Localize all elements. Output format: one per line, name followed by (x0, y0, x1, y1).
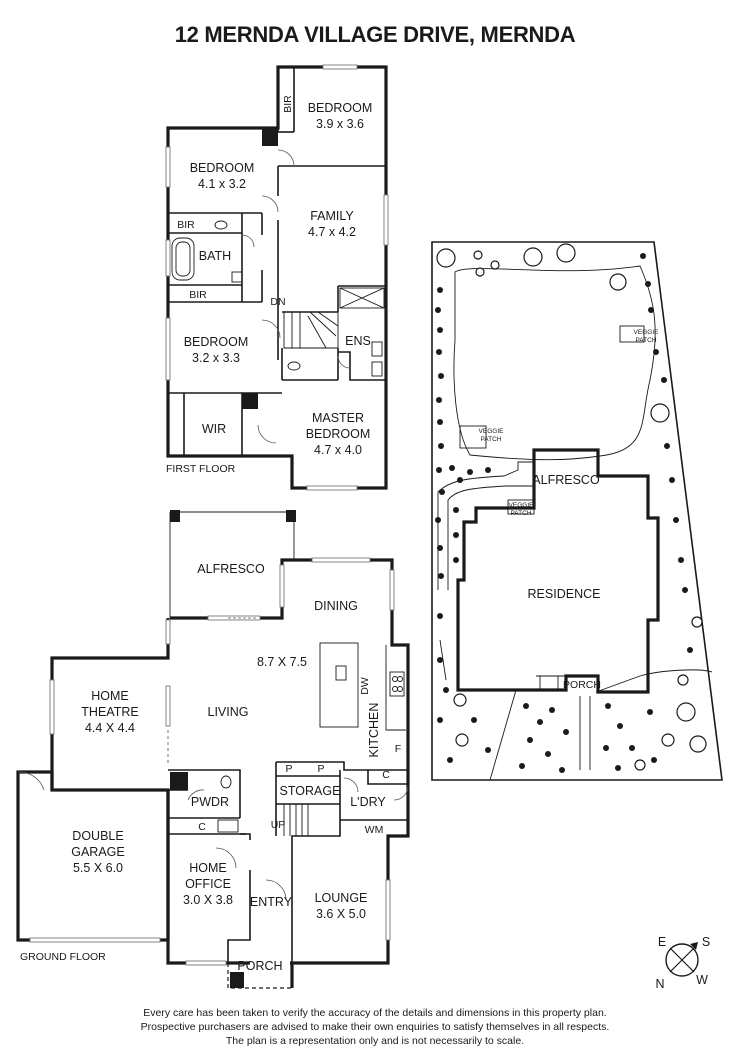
disclaimer-line-1: Every care has been taken to verify the … (143, 1007, 606, 1019)
home-theatre-label-2: THEATRE (81, 705, 138, 719)
compass-east: E (658, 935, 666, 949)
compass-south: S (702, 935, 710, 949)
office-label-2: OFFICE (185, 877, 231, 891)
home-theatre-label: HOME (91, 689, 129, 703)
compass-west: W (696, 973, 708, 987)
garage-size: 5.5 X 6.0 (73, 861, 123, 875)
first-floor-plan: BEDROOM 3.9 x 3.6 BIR BEDROOM 4.1 x 3.2 … (165, 64, 389, 491)
home-theatre-size: 4.4 X 4.4 (85, 721, 135, 735)
bedroom3-label: BEDROOM (184, 335, 249, 349)
office-label: HOME (189, 861, 227, 875)
garage-label: DOUBLE (72, 829, 123, 843)
storage-label: STORAGE (280, 784, 341, 798)
ground-floor-caption: GROUND FLOOR (20, 951, 106, 963)
living-size: 8.7 X 7.5 (257, 655, 307, 669)
family-size: 4.7 x 4.2 (308, 225, 356, 239)
site-plan: VEGGIE PATCH VEGGIE PATCH VEGGIE PATCH A… (431, 241, 723, 781)
master-label-2: BEDROOM (306, 427, 371, 441)
site-alfresco-label: ALFRESCO (532, 473, 600, 487)
disclaimer: Every care has been taken to verify the … (141, 1007, 610, 1047)
site-porch-label: PORCH (563, 679, 601, 691)
wir-label: WIR (202, 422, 226, 436)
bedroom2-label: BEDROOM (190, 161, 255, 175)
master-size: 4.7 x 4.0 (314, 443, 362, 457)
disclaimer-line-2: Prospective purchasers are advised to ma… (141, 1021, 610, 1033)
veggie-patch-3: VEGGIE (509, 502, 535, 509)
dishwasher-label: DW (359, 677, 371, 695)
bedroom1-size: 3.9 x 3.6 (316, 117, 364, 131)
disclaimer-line-3: The plan is a representation only and is… (226, 1035, 524, 1047)
veggie-patch-2b: PATCH (635, 337, 656, 344)
pantry1-label: P (285, 763, 292, 775)
compass-north: N (655, 977, 664, 991)
bedroom3-size: 3.2 x 3.3 (192, 351, 240, 365)
first-floor-caption: FIRST FLOOR (166, 463, 236, 475)
first-floor-outer-wall (166, 65, 388, 490)
bir-top-label: BIR (282, 95, 294, 113)
stairs-down-label: DN (270, 296, 285, 308)
ensuite-label: ENS (345, 334, 371, 348)
fridge-label: F (395, 743, 401, 755)
veggie-patch-1b: PATCH (480, 436, 501, 443)
cupboard1-label: C (198, 821, 206, 833)
bedroom2-size: 4.1 x 3.2 (198, 177, 246, 191)
powder-label: PWDR (191, 795, 229, 809)
veggie-patch-3b: PATCH (510, 510, 531, 517)
compass: E S N W (655, 935, 710, 991)
pantry2-label: P (317, 763, 324, 775)
ground-floor-outer-wall (50, 558, 410, 988)
stairs-up-label: UP (271, 819, 286, 831)
lounge-label: LOUNGE (315, 891, 368, 905)
bir-mid-label: BIR (177, 219, 195, 231)
washing-machine-label: WM (365, 824, 384, 836)
bedroom1-label: BEDROOM (308, 101, 373, 115)
bir-low-label: BIR (189, 289, 207, 301)
bath-label: BATH (199, 249, 231, 263)
lounge-size: 3.6 X 5.0 (316, 907, 366, 921)
entry-label: ENTRY (250, 895, 293, 909)
ground-floor-plan: ALFRESCO DINING 8.7 X 7.5 LIVING KITCHEN… (16, 510, 410, 989)
veggie-patch-2: VEGGIE (634, 329, 660, 336)
garage-label-2: GARAGE (71, 845, 125, 859)
kitchen-label: KITCHEN (367, 703, 381, 758)
site-trees (436, 243, 707, 771)
living-label: LIVING (208, 705, 249, 719)
office-size: 3.0 X 3.8 (183, 893, 233, 907)
master-label: MASTER (312, 411, 364, 425)
veggie-patch-1: VEGGIE (479, 428, 505, 435)
site-shrubs (435, 253, 693, 773)
site-residence (456, 448, 660, 694)
site-boundary (431, 241, 723, 781)
property-title: 12 MERNDA VILLAGE DRIVE, MERNDA (175, 22, 576, 47)
dining-label: DINING (314, 599, 358, 613)
family-label: FAMILY (310, 209, 354, 223)
laundry-label: L'DRY (350, 795, 386, 809)
porch-label: PORCH (237, 959, 282, 973)
cupboard2-label: C (382, 769, 390, 781)
alfresco-label: ALFRESCO (197, 562, 265, 576)
residence-label: RESIDENCE (528, 587, 601, 601)
